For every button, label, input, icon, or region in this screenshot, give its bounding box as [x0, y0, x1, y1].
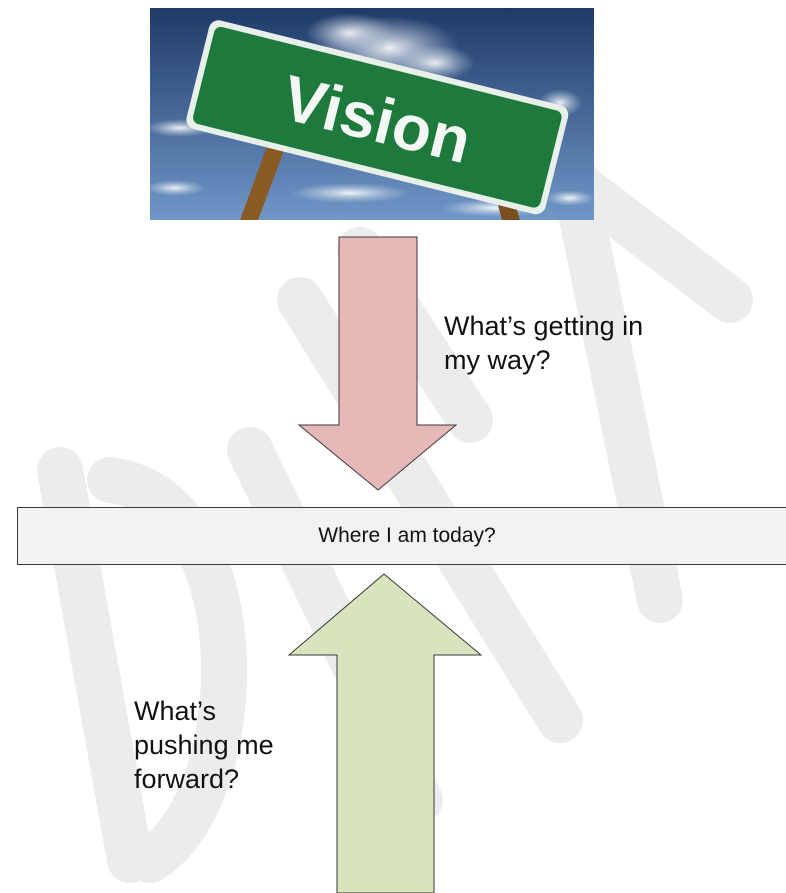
vision-sign-image: Vision — [150, 8, 594, 220]
drivers-caption: What’s pushing me forward? — [134, 696, 274, 794]
current-state-label: Where I am today? — [318, 524, 496, 547]
sign-post-left — [240, 138, 288, 220]
sign-board: Vision — [186, 20, 569, 215]
drivers-arrow — [287, 573, 483, 893]
obstacles-arrow — [297, 236, 458, 491]
current-state-bar: Where I am today? — [17, 507, 786, 565]
obstacles-caption: What’s getting in my way? — [444, 311, 644, 375]
